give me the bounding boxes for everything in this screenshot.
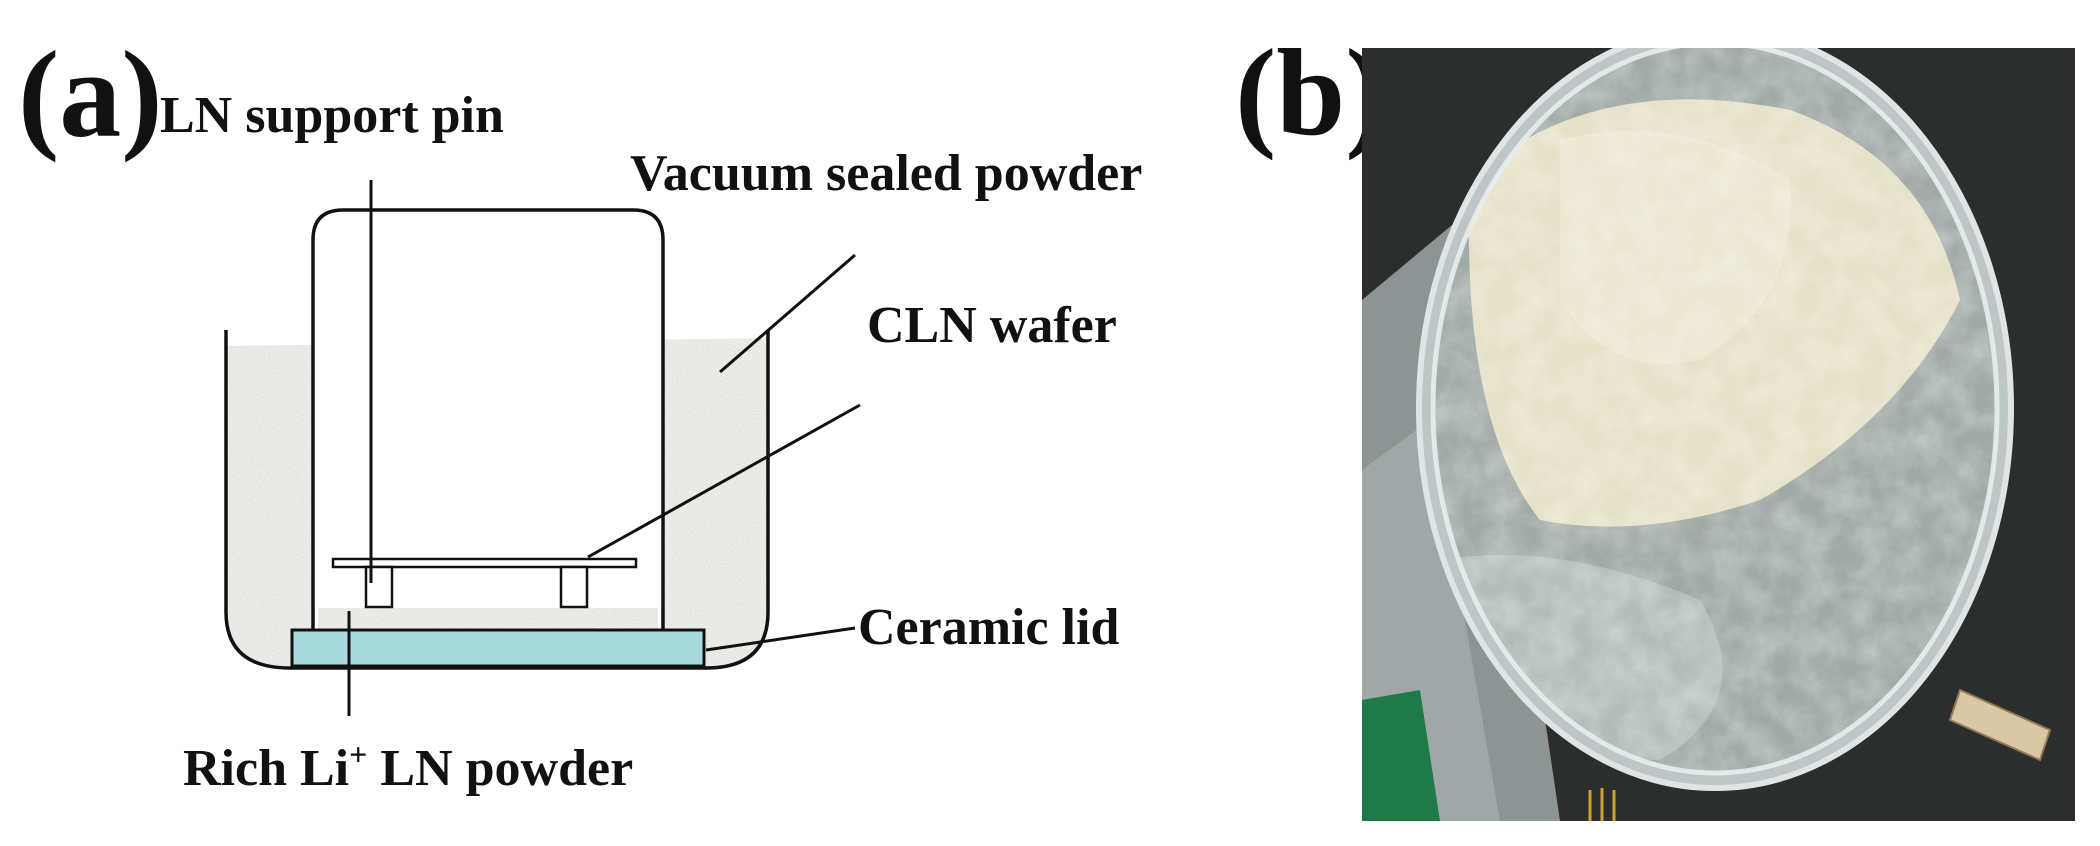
- photo: [1362, 48, 2075, 821]
- powder-label-prefix: Rich Li: [183, 740, 349, 797]
- panel-a-letter: (a): [18, 26, 163, 163]
- support-pin-label: LN support pin: [160, 87, 504, 144]
- lid-label: Ceramic lid: [858, 599, 1119, 656]
- panel-b-letter: (b): [1235, 24, 1387, 161]
- vacuum-powder-leader: [719, 253, 856, 374]
- inner-powder: [318, 608, 658, 630]
- ceramic-lid: [290, 628, 706, 668]
- outer-crucible: [224, 330, 770, 670]
- powder-label-superscript: +: [349, 736, 367, 772]
- photo-green-corner: [1362, 690, 1440, 821]
- panel-b: (b): [1235, 24, 2075, 821]
- lid-leader: [705, 626, 856, 652]
- photo-wires: [1588, 788, 1616, 821]
- support-pin-right: [559, 565, 589, 609]
- cln-wafer: [331, 557, 638, 569]
- wafer-leader: [587, 403, 861, 559]
- inner-tube: [311, 208, 665, 632]
- photo-stick: [1948, 688, 2052, 762]
- wafer-label: CLN wafer: [867, 297, 1117, 354]
- vacuum-powder-label: Vacuum sealed powder: [630, 145, 1142, 202]
- powder-label-suffix: LN powder: [367, 740, 633, 797]
- leader-lines: [347, 180, 861, 716]
- panel-a: (a) LN support pin: [18, 26, 1142, 797]
- powder-label: Rich Li+ LN powder: [183, 736, 633, 797]
